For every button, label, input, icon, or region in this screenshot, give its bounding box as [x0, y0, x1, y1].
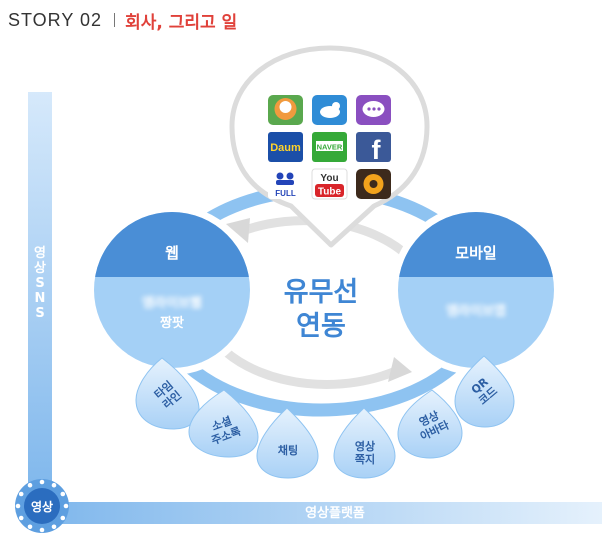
story-subtitle: 회사, 그리고 일 [125, 12, 238, 33]
story-number: STORY 02 [8, 9, 103, 30]
facebook-icon: f [356, 132, 391, 165]
drop-timeline [135, 357, 200, 430]
daum-icon: Daum [268, 132, 303, 162]
kakao-icon [356, 169, 391, 199]
drop-social-contacts [188, 389, 259, 458]
drop-video-message [333, 407, 396, 479]
horizontal-axis-label: 영상플랫폼 [305, 506, 365, 521]
drop-label-line: 채팅 [277, 444, 299, 457]
web-node-title: 웹 [165, 244, 179, 262]
chat-bubble-icon [356, 95, 391, 125]
corner-badge-dots [15, 479, 69, 533]
story-header: STORY 02 회사, 그리고 일 [8, 6, 237, 34]
vertical-sns-bar [28, 92, 52, 497]
vertical-axis-char: S [35, 306, 45, 321]
drop-video-message-label: 영상 쪽지 [339, 440, 391, 466]
web-node [87, 205, 257, 375]
full-icon: FULL [268, 169, 303, 199]
corner-badge-inner [24, 488, 60, 524]
twitter-icon [312, 95, 347, 125]
svg-text:NAVER: NAVER [317, 143, 343, 152]
upper-sync-arrowhead [226, 218, 250, 243]
mobile-node-blurred-text: 엠라이브앱 [446, 304, 506, 319]
mypeople-icon [268, 95, 303, 125]
horizontal-platform-bar [42, 502, 602, 524]
drop-video-avatar [397, 389, 463, 459]
svg-text:Daum: Daum [270, 142, 301, 154]
svg-text:Tube: Tube [318, 187, 342, 198]
youtube-icon: You Tube [311, 168, 348, 200]
vertical-axis-label: 영 상 S N S [26, 246, 54, 321]
center-title-line2: 연동 [296, 311, 346, 342]
header-divider [114, 13, 116, 27]
web-node-sub-label: 짱팟 [160, 316, 184, 331]
drop-label-line: 쪽지 [354, 453, 376, 466]
vertical-axis-char: N [34, 291, 46, 306]
svg-text:f: f [372, 135, 382, 165]
drop-label-line: 영상 [354, 440, 376, 453]
vertical-axis-char: 영 [34, 246, 46, 261]
vertical-axis-char: S [35, 276, 45, 291]
naver-icon: NAVER [312, 132, 347, 162]
center-title-line1: 유무선 [283, 277, 359, 308]
vertical-axis-char: 상 [34, 261, 46, 276]
drop-chat-label: 채팅 [262, 444, 314, 457]
mobile-node [391, 205, 561, 375]
corner-badge-label: 영상 [30, 500, 54, 514]
svg-text:FULL: FULL [275, 189, 296, 198]
mobile-node-title: 모바일 [455, 244, 497, 262]
web-node-blurred-text: 엠라이브웹 [142, 296, 202, 311]
lower-sync-arrowhead [388, 357, 412, 382]
lower-sync-arrow [223, 348, 400, 389]
svg-text:You: You [320, 173, 338, 184]
drop-chat [256, 407, 319, 479]
drop-qr-code [454, 355, 515, 428]
